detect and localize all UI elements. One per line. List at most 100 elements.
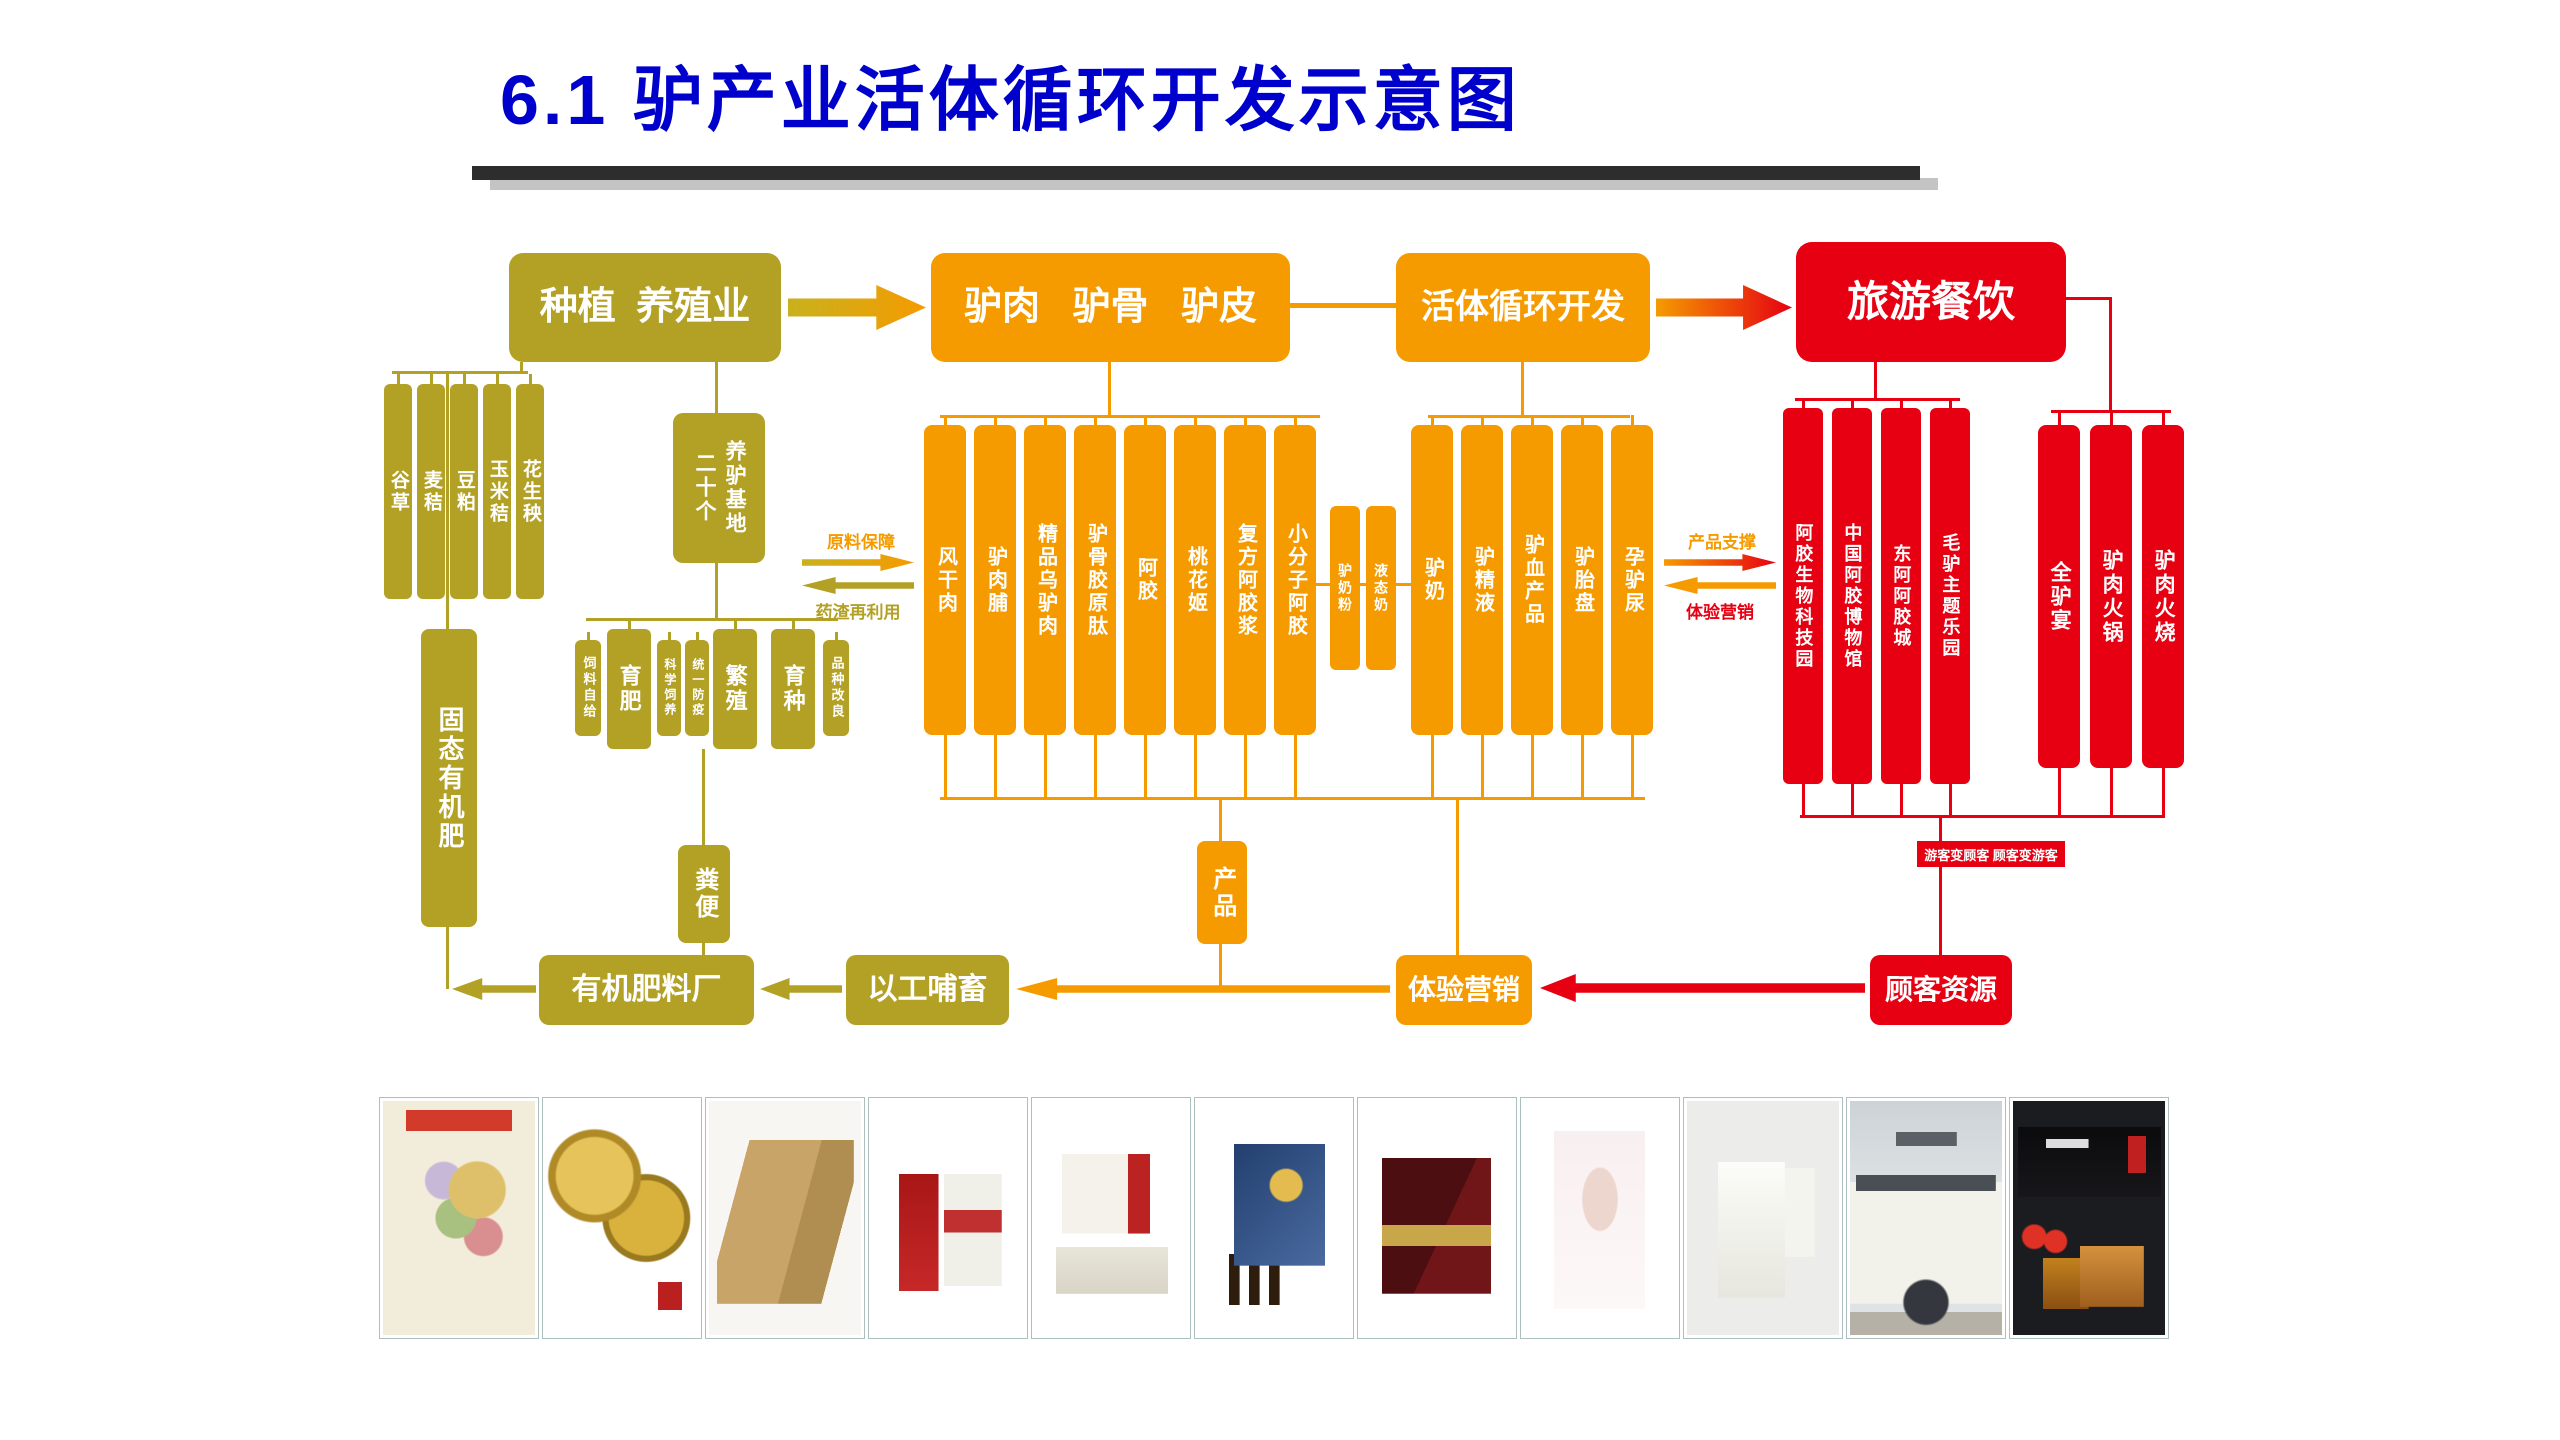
oral-liquid-gift-box-photo [1198,1101,1350,1335]
node-fertilizer-plant: 有机肥料厂 [539,955,754,1025]
planting-base-line [715,362,718,413]
feeds-top-line [392,371,528,374]
breeding-item: 统一防疫 [685,632,709,736]
breeding-item: 饲料自给 [575,632,601,736]
node-meat-bone-skin: 驴肉 驴骨 驴皮 [931,253,1290,362]
gallery-tile [1520,1097,1680,1339]
page-title: 6.1 驴产业活体循环开发示意图 [500,61,1521,139]
meat-product: 驴肉脯 [974,415,1016,797]
live-product: 驴血产品 [1511,415,1553,797]
feed-item: 豆粕 [450,374,478,599]
planting-feeds-line [520,362,523,374]
foods-dist-line [2051,410,2171,413]
china-map-photo [383,1101,535,1335]
live-product: 孕驴尿 [1611,415,1653,797]
breeding-item: 品种改良 [823,632,849,736]
breeding-dist-line [586,618,838,621]
node-solid-fertilizer: 固态有机肥 [421,629,477,927]
node-tourism-dining: 旅游餐饮 [1796,242,2066,362]
manure-plant-line [702,943,705,955]
breeding-item: 科学饲养 [657,632,681,736]
tourism-site: 东阿阿胶城 [1881,398,1921,815]
feed-item: 花生秧 [516,374,544,599]
product-top-line [1219,797,1222,841]
experience-up-line [1456,797,1459,955]
milk-product: 驴奶粉 [1330,506,1360,670]
tourism-food: 全驴宴 [2038,413,2080,815]
red-bottom-line [1800,815,2165,818]
donkey-bases-line2: 养驴基地 [723,440,747,536]
supply-arrow-right-icon [802,554,914,571]
meat-live-link-line [1290,303,1396,308]
gallery-tile [1031,1097,1191,1339]
node-experience-marketing: 体验营销 [1396,955,1532,1025]
meat-product: 驴骨胶原肽 [1074,415,1116,797]
residue-arrow-left-icon [802,577,914,594]
sites-dist-line [1795,398,1960,401]
feed-item: 麦秸 [417,374,445,599]
title-underline-shadow [490,178,1938,190]
meat-product: 复方阿胶浆 [1224,415,1266,797]
products-bottom-line [940,797,1645,800]
arrow-label-supply: 原料保障 [827,533,895,552]
gallery-tile [2009,1097,2169,1339]
node-live-cycle: 活体循环开发 [1396,253,1650,362]
customers-to-marketing-arrow-icon [1540,974,1865,1002]
visitor-note-badge: 游客变顾客 顾客变游客 [1917,841,2065,867]
meat-header-line [1108,362,1111,415]
live-product: 驴精液 [1461,415,1503,797]
gift-bag-photo [1687,1101,1839,1335]
breeding-item: 育肥 [607,621,651,749]
arrow-label-residue: 药渣再利用 [815,603,901,622]
ejiao-town-building-photo [1850,1101,2002,1335]
live-product: 驴胎盘 [1561,415,1603,797]
node-product: 产品 [1197,841,1247,944]
meat-product: 精品乌驴肉 [1024,415,1066,797]
gallery-tile [1357,1097,1517,1339]
facial-mask-photo [1524,1101,1676,1335]
meat-product: 风干肉 [924,415,966,797]
base-breeding-line [715,563,718,618]
tourism-site: 中国阿胶博物馆 [1832,398,1872,815]
live-dist-line [1428,415,1630,418]
donkey-restaurant-storefront-photo [2013,1101,2165,1335]
node-customer-resource: 顾客资源 [1870,955,2012,1025]
breeding-item: 育种 [771,621,815,749]
plant-to-fertilizer-arrow-icon [452,978,536,1000]
experience-arrow-left-icon [1664,577,1776,594]
gallery-tile [1194,1097,1354,1339]
breeding-item: 繁殖 [713,621,757,749]
meat-dist-line [940,415,1320,418]
node-donkey-bases: 二十个 养驴基地 [673,413,765,563]
gallery-tile [868,1097,1028,1339]
node-industry-support: 以工哺畜 [846,955,1009,1025]
gallery-tile [1683,1097,1843,1339]
tourism-site: 阿胶生物科技园 [1783,398,1823,815]
fertilizer-column-line [446,374,449,629]
ejiao-product-box-photo [1035,1101,1187,1335]
red-gift-cylinder-photo [872,1101,1024,1335]
fertilizer-up-line [446,927,449,989]
dark-red-gift-box-photo [1361,1101,1513,1335]
feed-item: 玉米秸 [483,374,511,599]
gold-medals-photo [546,1101,698,1335]
meat-product: 桃花姬 [1174,415,1216,797]
product-bottom-line [1219,944,1222,986]
donkey-bases-line1: 二十个 [693,452,716,524]
tourism-site: 毛驴主题乐园 [1930,398,1970,815]
tourism-sites-line [1874,362,1877,398]
meat-product: 阿胶 [1124,415,1166,797]
arrow-label-experience: 体验营销 [1686,603,1754,622]
feed-item: 谷草 [384,374,412,599]
marketing-to-support-arrow-icon [1016,978,1390,1000]
live-product: 驴奶 [1411,415,1453,797]
milk-product: 液态奶 [1366,506,1396,670]
gallery-tile [542,1097,702,1339]
live-header-line [1521,362,1524,415]
node-manure: 粪便 [678,845,730,943]
support-to-plant-arrow-icon [760,978,842,1000]
ancient-documents-photo [709,1101,861,1335]
breeding-manure-line [702,749,705,845]
tourism-right-line [2066,297,2112,300]
